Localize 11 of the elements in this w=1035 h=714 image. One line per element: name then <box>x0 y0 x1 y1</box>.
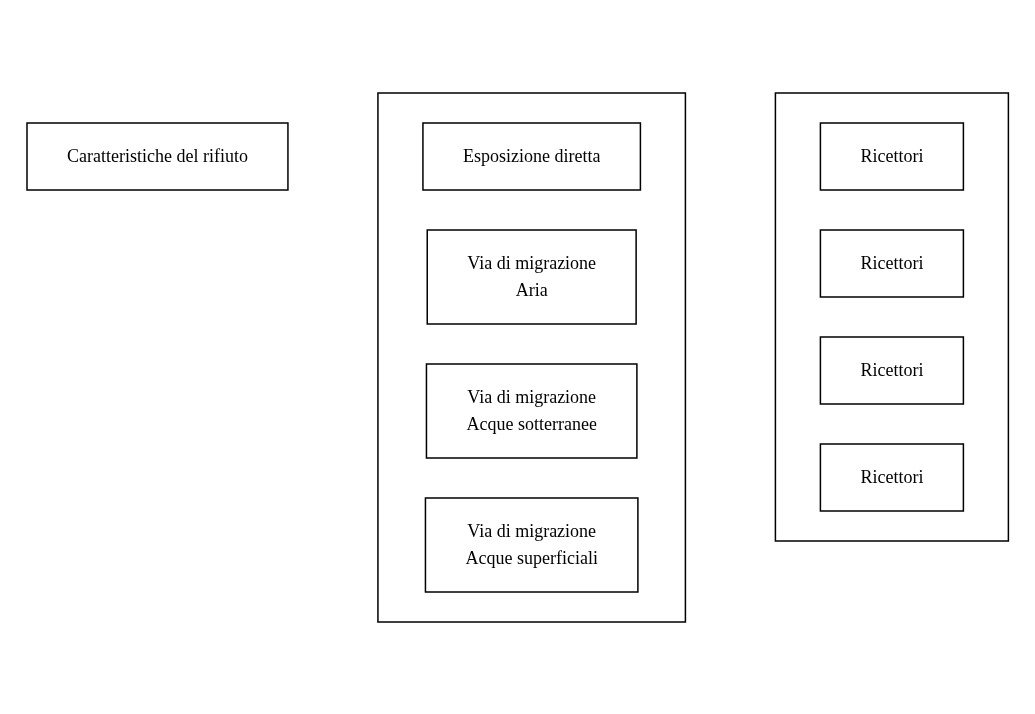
cluster <box>377 91 686 623</box>
node-box: Ricettori <box>819 121 964 191</box>
node-box: Via di migrazione Acque superficiali <box>424 496 639 593</box>
node-box: Ricettori <box>819 442 964 512</box>
node-box: Via di migrazione Aria <box>426 228 637 325</box>
node-box: Ricettori <box>819 335 964 405</box>
node-box: Esposizione diretta <box>422 121 641 191</box>
cluster <box>774 91 1009 542</box>
node-box: Via di migrazione Acque sotterranee <box>425 362 638 459</box>
node-box: Caratteristiche del rifiuto <box>26 121 289 191</box>
node-box: Ricettori <box>819 228 964 298</box>
